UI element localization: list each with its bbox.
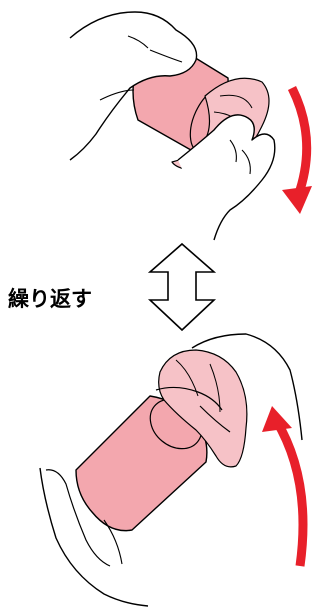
curved-arrow-up-icon bbox=[262, 406, 308, 567]
top-panel bbox=[69, 11, 312, 241]
top-lower-hand bbox=[177, 114, 276, 241]
double-headed-vertical-arrow-icon bbox=[147, 242, 217, 332]
repeat-label: 繰り返す bbox=[8, 287, 92, 311]
bottom-panel bbox=[39, 333, 308, 607]
top-upper-hand bbox=[69, 11, 198, 161]
bottom-upper-hand bbox=[191, 333, 303, 441]
curved-arrow-down-icon bbox=[282, 85, 312, 214]
bottom-lower-hand bbox=[39, 467, 149, 607]
